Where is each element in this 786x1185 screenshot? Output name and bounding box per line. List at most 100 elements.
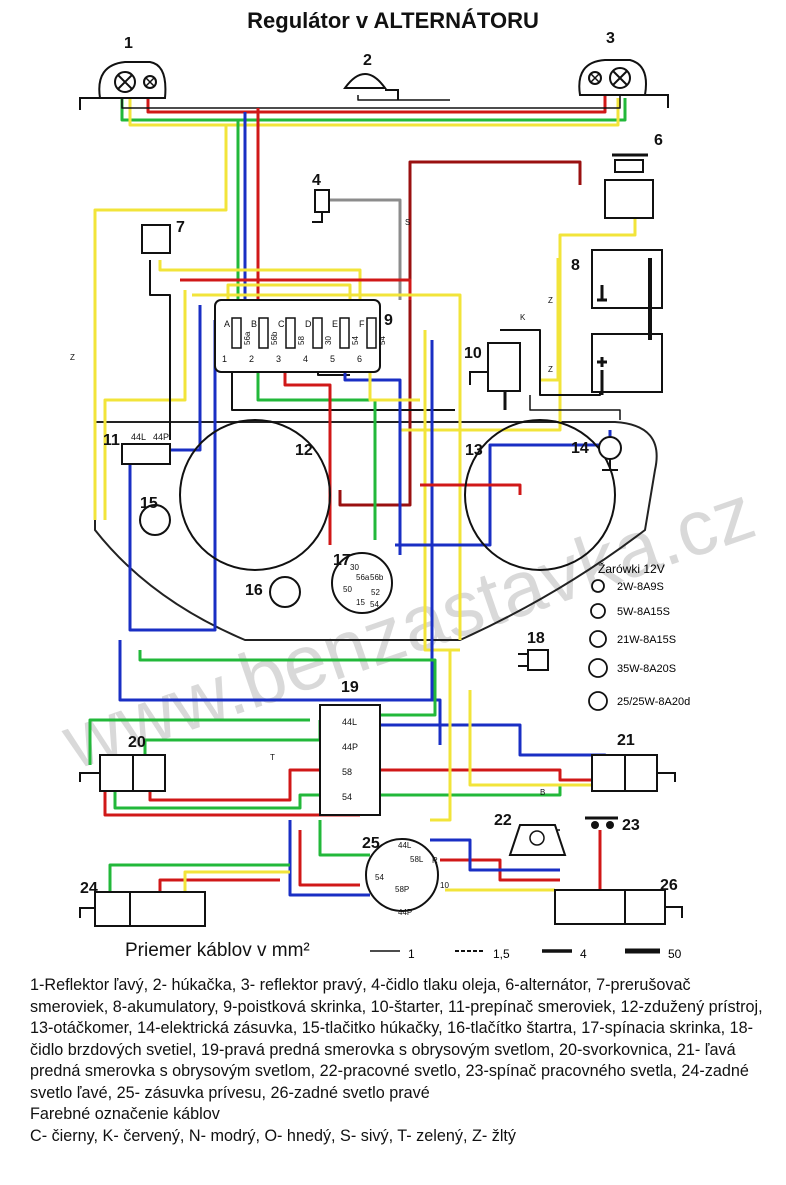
color-codes: C- čierny, K- červený, N- modrý, O- hned… <box>30 1126 517 1145</box>
wire-color-letter: Z <box>548 365 553 374</box>
fuse-label: 30 <box>324 336 333 345</box>
socket-pin-label: 58P <box>395 885 409 894</box>
cable-size: 1 <box>408 947 415 961</box>
bulb-legend: Žarówki 12V 2W-8A9S 5W-8A15S 21W-8A15S 35W-… <box>588 561 690 711</box>
component-number-15: 15 <box>140 495 158 512</box>
component-number-6: 6 <box>654 132 663 149</box>
brake-light-sensor <box>518 649 549 671</box>
component-number-24: 24 <box>80 880 98 897</box>
flasher-unit <box>141 224 171 254</box>
fuse-letter: F <box>359 319 365 329</box>
fuse <box>312 317 323 349</box>
fuse-letter: D <box>305 319 312 329</box>
fuse-letter: B <box>251 319 257 329</box>
fuse-number: 3 <box>276 354 281 364</box>
indicator-switch <box>121 443 171 465</box>
alternator <box>604 153 654 219</box>
color-heading: Farebné označenie káblov <box>30 1105 220 1123</box>
fuse-number: 4 <box>303 354 308 364</box>
caption: 1-Reflektor ľavý, 2- húkačka, 3- reflekt… <box>30 975 770 1147</box>
work-light <box>508 824 567 856</box>
component-number-7: 7 <box>176 219 185 236</box>
cable-size: 1,5 <box>493 947 510 961</box>
terminal-block <box>319 704 381 816</box>
wire-color-letter: S <box>405 218 410 227</box>
terminal-label: 44L <box>342 717 357 727</box>
bulb-symbol <box>589 630 607 648</box>
cable-legend-label: Priemer káblov v mm² <box>125 940 310 961</box>
component-number-17: 17 <box>333 552 351 569</box>
oil-pressure-sensor <box>312 189 330 223</box>
component-number-12: 12 <box>295 442 313 459</box>
component-number-13: 13 <box>465 442 483 459</box>
fuse-letter: C <box>278 319 285 329</box>
terminal-label: 58 <box>342 767 352 777</box>
fuse <box>366 317 377 349</box>
fuse-label: 56a <box>243 331 252 345</box>
fuse-label: 54 <box>378 336 387 345</box>
horn-button <box>139 504 171 536</box>
wire-color-letter: Z <box>548 296 553 305</box>
fuse-label: 54 <box>351 336 360 345</box>
wire-color-letter: T <box>270 753 275 762</box>
bulb-symbol <box>588 658 608 678</box>
wire-harness <box>88 92 642 900</box>
component-number-4: 4 <box>312 172 321 189</box>
fuse-number: 5 <box>330 354 335 364</box>
ignition-terminal: 30 <box>350 563 359 572</box>
wire-color-letter: K <box>520 313 526 322</box>
wire-color-letter: B <box>540 788 545 797</box>
component-number-21: 21 <box>617 732 635 749</box>
ignition-terminal: 50 <box>343 585 352 594</box>
combined-instrument <box>179 419 331 571</box>
socket-pin-label: 44P <box>398 908 412 917</box>
fuse-label: 58 <box>297 336 306 345</box>
ignition-terminal: 56b <box>370 573 384 582</box>
ignition-terminal: 56a <box>356 573 370 582</box>
headlight-right <box>578 59 669 108</box>
component-number-11: 11 <box>103 432 120 449</box>
socket-pin-label: 54 <box>375 873 384 882</box>
ignition-switch <box>331 552 393 614</box>
socket-pin-label: 10 <box>440 881 449 890</box>
component-number-18: 18 <box>527 630 545 647</box>
fuse-number: 2 <box>249 354 254 364</box>
ignition-terminal: 15 <box>356 598 365 607</box>
component-number-25: 25 <box>362 835 380 852</box>
bulb-symbol <box>591 579 605 593</box>
starter-button <box>269 576 301 608</box>
component-number-3: 3 <box>606 30 615 47</box>
electric-socket <box>598 436 622 471</box>
fuse <box>285 317 296 349</box>
trailer-socket <box>365 838 439 912</box>
fuse <box>258 317 269 349</box>
ignition-terminal: 52 <box>371 588 380 597</box>
socket-pin-label: R <box>432 856 438 865</box>
component-number-1: 1 <box>124 35 133 52</box>
bulb-item: 2W-8A9S <box>617 581 664 593</box>
bulb-item: 5W-8A15S <box>617 606 670 618</box>
component-number-26: 26 <box>660 877 678 894</box>
bulb-item: 21W-8A15S <box>617 634 676 646</box>
rear-left-light <box>79 891 206 927</box>
rear-right-light <box>554 889 683 925</box>
component-number-10: 10 <box>464 345 482 362</box>
batteries <box>591 249 663 395</box>
component-number-22: 22 <box>494 812 512 829</box>
component-number-2: 2 <box>363 52 372 69</box>
fuse <box>231 317 242 349</box>
headlight-left <box>79 61 167 110</box>
wire-color-letter: Z <box>70 353 75 362</box>
bulb-legend-title: Žarówki 12V <box>598 561 665 576</box>
starter <box>469 342 521 410</box>
bulb-item: 35W-8A20S <box>617 663 676 675</box>
fuse-number: 1 <box>222 354 227 364</box>
tachometer <box>464 419 616 571</box>
socket-pin-label: 58L <box>410 855 424 864</box>
cable-size: 50 <box>668 947 682 961</box>
horn <box>343 73 399 100</box>
component-number-23: 23 <box>622 817 640 834</box>
cable-size: 4 <box>580 947 587 961</box>
